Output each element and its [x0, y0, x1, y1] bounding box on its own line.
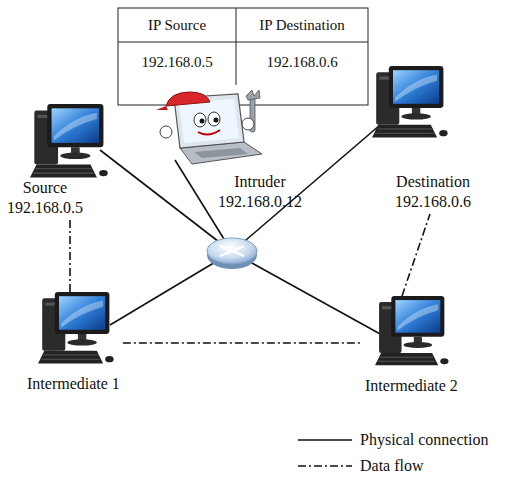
node-name: Destination: [395, 172, 471, 192]
physical-connection: [100, 125, 382, 335]
table-cell: IP Source: [148, 16, 206, 34]
computer-node: Intruder192.168.0.12: [215, 160, 305, 214]
legend-sample: [298, 440, 352, 466]
node-name: Intermediate 1: [27, 374, 120, 394]
ip-address: 192.168.0.5: [7, 198, 83, 218]
data-flow-line: [69, 220, 71, 292]
table-cell: 192.168.0.5: [141, 53, 212, 71]
node-name: Intermediate 2: [365, 376, 458, 396]
computer-icon: [30, 104, 108, 177]
computer-icon: [375, 296, 448, 365]
intruder-laptop: [156, 90, 262, 164]
ip-table: [118, 8, 368, 105]
table-cell: 192.168.0.6: [266, 53, 337, 71]
computer-node: Destination192.168.0.6: [392, 66, 474, 214]
node-name: Source: [7, 178, 83, 198]
data-flow-line: [123, 342, 362, 344]
data-flow-line: [402, 214, 430, 296]
table-cell: IP Destination: [259, 16, 345, 34]
computer-icon: [372, 66, 448, 137]
network-hub: [207, 238, 257, 269]
legend-text: Data flow: [360, 457, 424, 475]
computer-node: Intermediate 1: [24, 292, 123, 396]
legend-text: Physical connection: [360, 431, 488, 449]
computer-node: Source192.168.0.5: [4, 104, 86, 220]
ip-address: 192.168.0.12: [218, 192, 302, 212]
node-name: Intruder: [218, 172, 302, 192]
computer-icon: [38, 292, 114, 363]
computer-node: Intermediate 2: [362, 296, 461, 398]
ip-address: 192.168.0.6: [395, 192, 471, 212]
